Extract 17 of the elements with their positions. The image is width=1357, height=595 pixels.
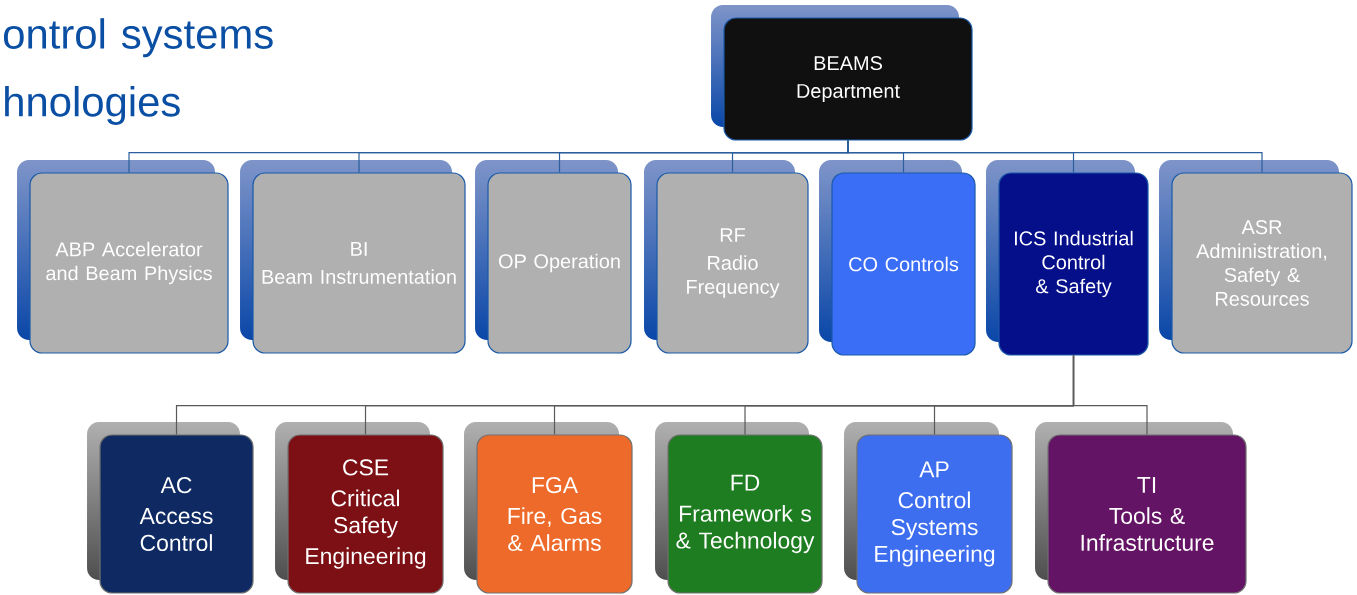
org-box: BI Beam Instrumentation [252, 172, 466, 354]
connector-line [847, 140, 1263, 173]
org-box: FGA Fire, Gas & Alarms [476, 434, 633, 594]
org-box: BEAMS Department [723, 17, 973, 141]
connector-line [1072, 355, 1148, 435]
title: ontrol systems hnologies [3, 18, 273, 125]
org-box: ICS Industrial Control & Safety [998, 172, 1149, 356]
org-box: ASR Administration, Safety & Resources [1171, 172, 1353, 354]
org-box: AC Access Control [99, 434, 254, 594]
org-box: CSE Critical Safety Engineering [287, 434, 444, 594]
org-box: FD Framework s & Technology [667, 434, 823, 594]
org-box: TI Tools & Infrastructure [1047, 434, 1247, 594]
org-box: AP Control Systems Engineering [856, 434, 1013, 594]
org-box: OP Operation [487, 172, 632, 354]
org-box: CO Controls [831, 172, 976, 356]
org-box: RF Radio Frequency [656, 172, 809, 354]
org-box: ABP Accelerator and Beam Physics [29, 172, 229, 354]
